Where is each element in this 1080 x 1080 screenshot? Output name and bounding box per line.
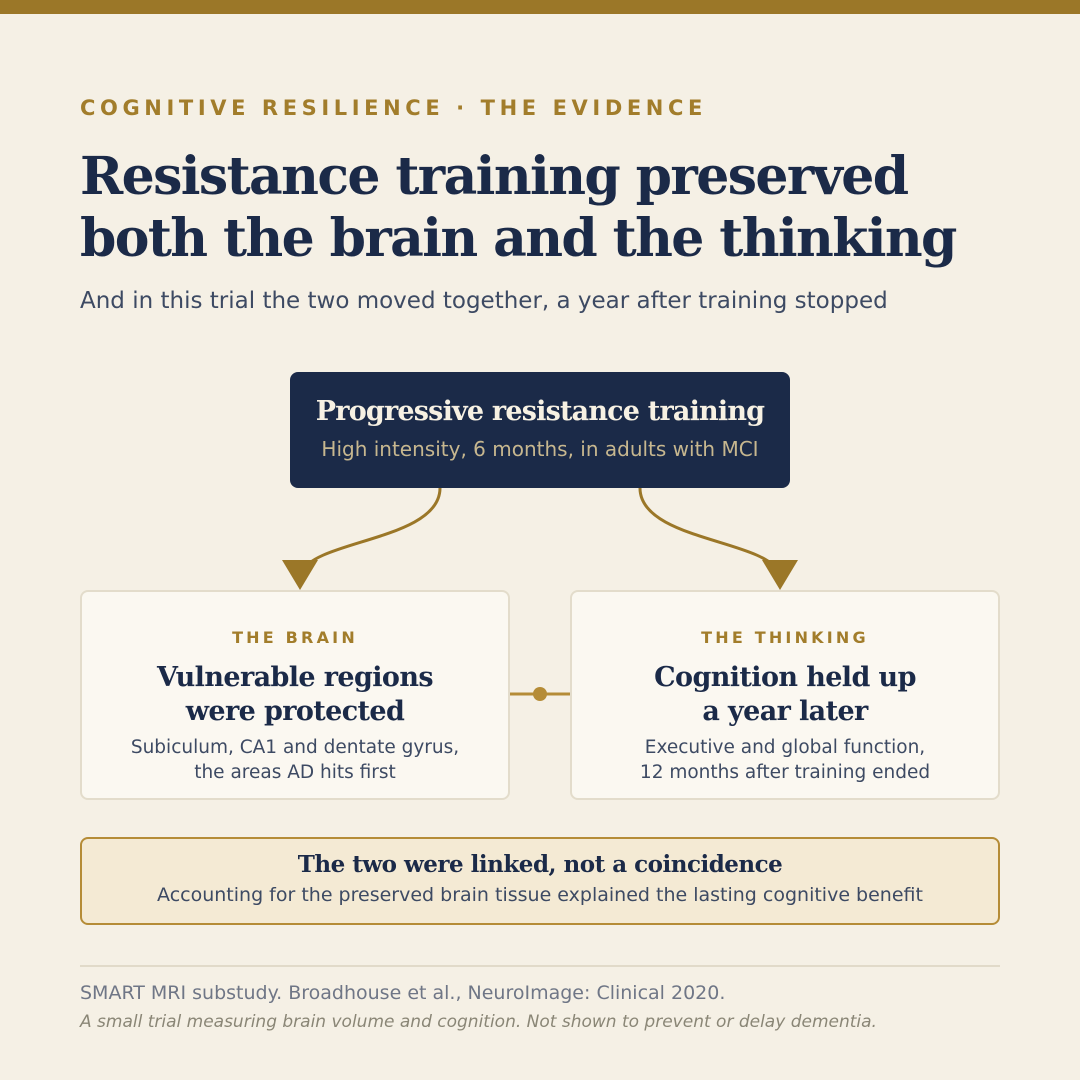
citation: SMART MRI substudy. Broadhouse et al., N… [80, 982, 726, 1004]
brain-card-heading-line: were protected [185, 696, 405, 727]
disclaimer: A small trial measuring brain volume and… [80, 1012, 877, 1032]
thinking-card-heading-line: Cognition held up [654, 662, 916, 693]
thinking-card-kicker: THE THINKING [701, 628, 869, 647]
connector-right [638, 487, 780, 573]
brain-card-body-line: Subiculum, CA1 and dentate gyrus, [130, 737, 460, 758]
thinking-card-body-line: 12 months after training ended [639, 762, 931, 783]
thinking-card: THE THINKING Cognition held up a year la… [570, 590, 1000, 800]
arrowhead-left [282, 560, 318, 590]
source-subtitle: High intensity, 6 months, in adults with… [321, 437, 759, 461]
link-title: The two were linked, not a coincidence [297, 851, 783, 878]
page-title: Resistance training preserved both the b… [80, 146, 957, 269]
eyebrow-label: COGNITIVE RESILIENCE · THE EVIDENCE [80, 96, 707, 120]
connector-left [300, 487, 442, 573]
thinking-card-heading: Cognition held up a year later [572, 661, 998, 729]
brain-card: THE BRAIN Vulnerable regions were protec… [80, 590, 510, 800]
brain-card-heading-line: Vulnerable regions [157, 662, 434, 693]
brain-card-body-line: the areas AD hits first [194, 762, 396, 783]
link-dot [533, 687, 547, 701]
link-box: The two were linked, not a coincidence A… [80, 837, 1000, 925]
thinking-card-heading-line: a year later [702, 696, 868, 727]
source-title: Progressive resistance training [315, 396, 765, 427]
thinking-card-body: Executive and global function, 12 months… [572, 735, 998, 785]
source-box: Progressive resistance training High int… [290, 372, 790, 488]
brain-card-heading: Vulnerable regions were protected [82, 661, 508, 729]
page-subtitle: And in this trial the two moved together… [80, 288, 888, 314]
brain-card-kicker: THE BRAIN [232, 628, 358, 647]
link-body: Accounting for the preserved brain tissu… [157, 884, 923, 906]
footer-divider [80, 965, 1000, 967]
thinking-card-body-line: Executive and global function, [644, 737, 926, 758]
arrowhead-right [762, 560, 798, 590]
brain-card-body: Subiculum, CA1 and dentate gyrus, the ar… [82, 735, 508, 785]
top-accent-bar [0, 0, 1080, 14]
